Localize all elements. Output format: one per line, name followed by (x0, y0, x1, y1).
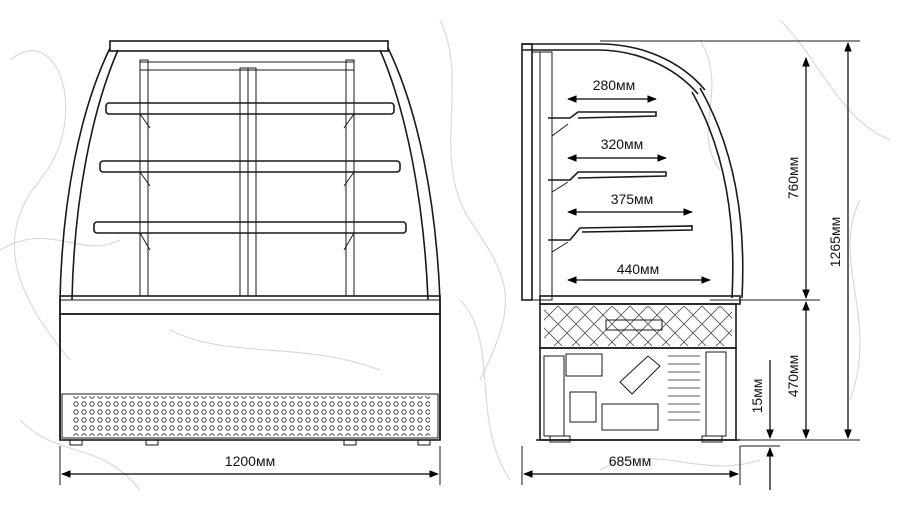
front-left-glass (59, 47, 111, 440)
side-rear-column (521, 43, 533, 301)
shelf-4-depth-label: 440мм (617, 261, 660, 277)
front-top-cap (109, 40, 389, 52)
front-shelf-3 (93, 221, 407, 234)
side-front-glass (699, 87, 744, 299)
shelf-1-depth-label: 280мм (593, 77, 636, 93)
front-shelf-1 (105, 102, 395, 115)
side-shelves (548, 100, 693, 253)
front-shelf-2 (99, 160, 401, 173)
total-height-label: 1265мм (827, 217, 843, 267)
shelf-depth-dimensions: 280мм 320мм 375мм 440мм (567, 77, 711, 284)
height-dimensions: 760мм 1265мм 470мм 15мм (600, 40, 860, 490)
lower-height-label: 470мм (785, 355, 801, 398)
background-sketch (0, 19, 891, 491)
side-compressor-bay (539, 347, 737, 441)
shelf-3-depth-label: 375мм (611, 191, 654, 207)
side-depth-label: 685мм (609, 453, 652, 469)
side-view (521, 43, 744, 443)
upper-height-label: 760мм (785, 157, 801, 200)
front-width-dimension: 1200мм (59, 446, 441, 485)
front-width-label: 1200мм (225, 453, 275, 469)
foot-height-label: 15мм (749, 379, 765, 414)
front-right-glass (387, 47, 441, 440)
front-body (59, 313, 441, 441)
front-view (59, 40, 441, 446)
side-depth-dimension: 685мм (521, 446, 741, 485)
front-deck (59, 295, 441, 315)
shelf-2-depth-label: 320мм (601, 136, 644, 152)
side-top-cap (522, 43, 706, 91)
front-vent-grille (72, 396, 430, 436)
